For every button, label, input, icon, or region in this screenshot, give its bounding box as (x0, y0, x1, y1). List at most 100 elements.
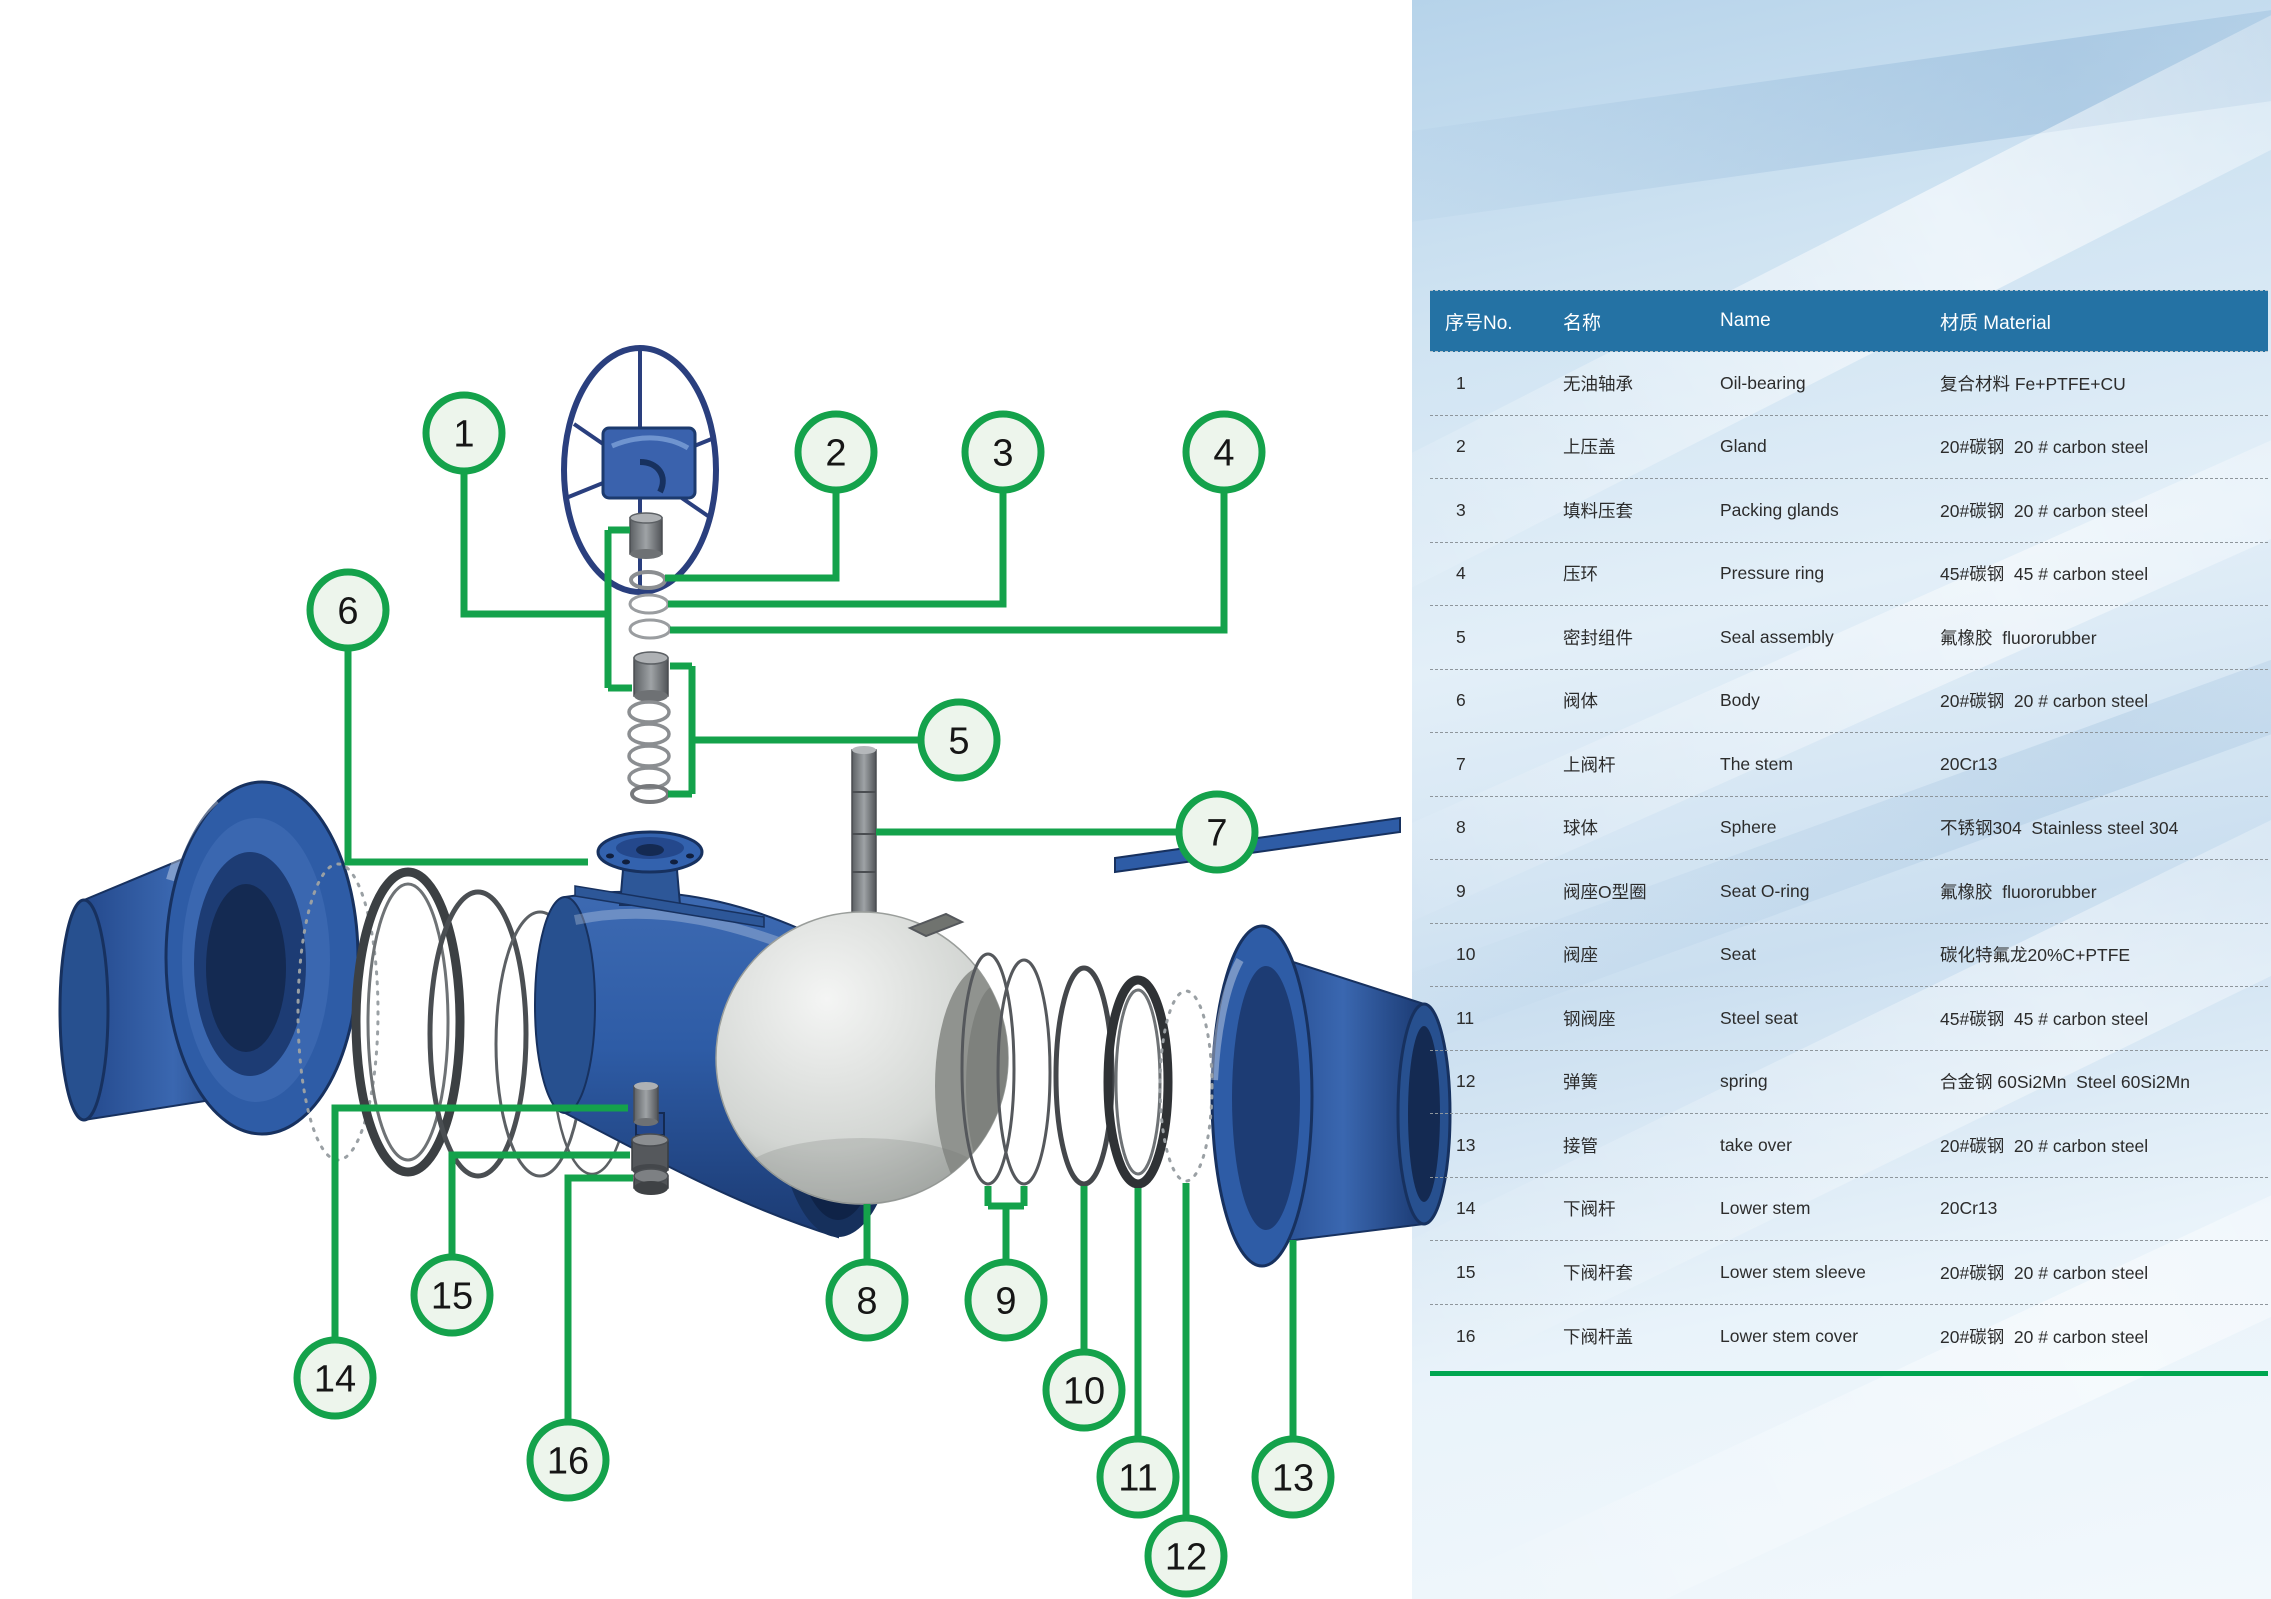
callout-circle (422, 391, 506, 475)
cell-no: 4 (1456, 563, 1466, 584)
cell-en-name: Body (1720, 690, 1760, 711)
oil-bearing-upper (629, 512, 663, 559)
takeover-pipe-left (58, 780, 360, 1136)
seal-spring (627, 700, 671, 790)
cell-cn-name: 无油轴承 (1563, 373, 1633, 394)
oil-bearing-lower (633, 651, 669, 702)
col-header-no: 序号No. (1445, 312, 1513, 334)
seat-o-ring (996, 958, 1052, 1186)
callout-2: 2 (665, 410, 878, 582)
callout-number: 14 (314, 1359, 356, 1401)
col-header-cn-name: 名称 (1563, 312, 1602, 334)
callout-number: 8 (856, 1281, 877, 1323)
lower-stem-parts (631, 1082, 669, 1195)
cell-no: 7 (1456, 753, 1466, 774)
callout-circle (1182, 410, 1266, 494)
callout-circle (526, 1418, 610, 1502)
cell-material: 合金钢 60Si2Mn Steel 60Si2Mn (1940, 1072, 2190, 1093)
steel-seat-ring (1103, 975, 1173, 1189)
cell-en-name: Gland (1720, 436, 1767, 457)
wave-spring-ring (1158, 989, 1214, 1183)
callout-leader-line (564, 1174, 633, 1422)
cell-cn-name: 钢阀座 (1563, 1008, 1616, 1029)
callout-8: 8 (825, 1204, 909, 1342)
callout-number: 9 (995, 1281, 1016, 1323)
callout-leader-line (460, 471, 608, 618)
callout-circle (1175, 790, 1259, 874)
cell-material: 20Cr13 (1940, 753, 1998, 774)
cell-cn-name: 阀体 (1563, 691, 1598, 712)
cell-material: 20#碳钢 20 # carbon steel (1940, 500, 2149, 521)
gland-ring (629, 570, 667, 590)
table-row: 4 压环 Pressure ring 45#碳钢 45 # carbon steel (1430, 543, 2268, 606)
cell-cn-name: 压环 (1563, 564, 1598, 585)
gear-actuator (601, 426, 697, 500)
cell-en-name: Pressure ring (1720, 563, 1825, 584)
col-header-en-name: Name (1720, 310, 1771, 331)
callout-circle (794, 410, 878, 494)
callout-3: 3 (668, 410, 1045, 608)
cell-material: 20Cr13 (1940, 1198, 1998, 1219)
cell-material: 20#碳钢 20 # carbon steel (1940, 1135, 2149, 1156)
right-seat-rings (960, 952, 1214, 1189)
callout-circle (293, 1336, 377, 1420)
pressure-ring (628, 618, 672, 640)
cell-no: 10 (1456, 944, 1476, 965)
left-seat-rings (296, 862, 634, 1179)
callout-number: 12 (1165, 1537, 1207, 1579)
callout-leader-line (331, 1104, 628, 1340)
cell-cn-name: 上阀杆 (1563, 754, 1616, 775)
callout-14: 14 (293, 1104, 628, 1420)
callout-circle (1096, 1435, 1180, 1519)
cell-cn-name: 接管 (1563, 1135, 1598, 1156)
cell-no: 5 (1456, 626, 1466, 647)
cell-en-name: The stem (1720, 753, 1793, 774)
cell-en-name: Lower stem cover (1720, 1325, 1859, 1346)
callout-circle (1251, 1435, 1335, 1519)
callout-number: 6 (337, 591, 358, 633)
cell-cn-name: 密封组件 (1563, 627, 1633, 648)
cell-no: 2 (1456, 436, 1466, 457)
cell-material: 碳化特氟龙20%C+PTFE (1940, 945, 2131, 966)
callout-5: 5 (668, 662, 1001, 798)
callout-leader-line (665, 490, 840, 582)
cell-no: 8 (1456, 817, 1466, 838)
cell-no: 13 (1456, 1134, 1476, 1155)
cell-material: 不锈钢304 Stainless steel 304 (1940, 818, 2179, 839)
callout-circle (1042, 1348, 1126, 1432)
cell-material: 45#碳钢 45 # carbon steel (1940, 564, 2149, 585)
lower-stem-cover (633, 1168, 669, 1195)
cell-en-name: Lower stem (1720, 1198, 1811, 1219)
cell-en-name: Sphere (1720, 817, 1777, 838)
cell-cn-name: 填料压套 (1563, 500, 1633, 521)
cell-en-name: Lower stem sleeve (1720, 1261, 1866, 1282)
tie-bar (574, 885, 765, 928)
handwheel (561, 345, 719, 595)
cell-en-name: spring (1720, 1071, 1768, 1092)
callout-16: 16 (526, 1174, 633, 1502)
callout-9: 9 (964, 1186, 1048, 1342)
cell-cn-name: 下阀杆 (1563, 1199, 1616, 1220)
cell-cn-name: 下阀杆盖 (1563, 1326, 1633, 1347)
callout-12: 12 (1144, 1183, 1228, 1598)
callout-1: 1 (422, 391, 632, 692)
col-header-material: 材质 Material (1940, 312, 2051, 334)
cell-cn-name: 阀座O型圈 (1563, 881, 1647, 902)
background-sky (1412, 0, 2271, 1599)
cell-no: 11 (1456, 1007, 1475, 1028)
cell-en-name: Seal assembly (1720, 626, 1834, 647)
table-header: 序号No. 名称 Name 材质 Material (1430, 290, 2268, 352)
callout-10: 10 (1042, 1186, 1126, 1432)
callout-circle (410, 1253, 494, 1337)
